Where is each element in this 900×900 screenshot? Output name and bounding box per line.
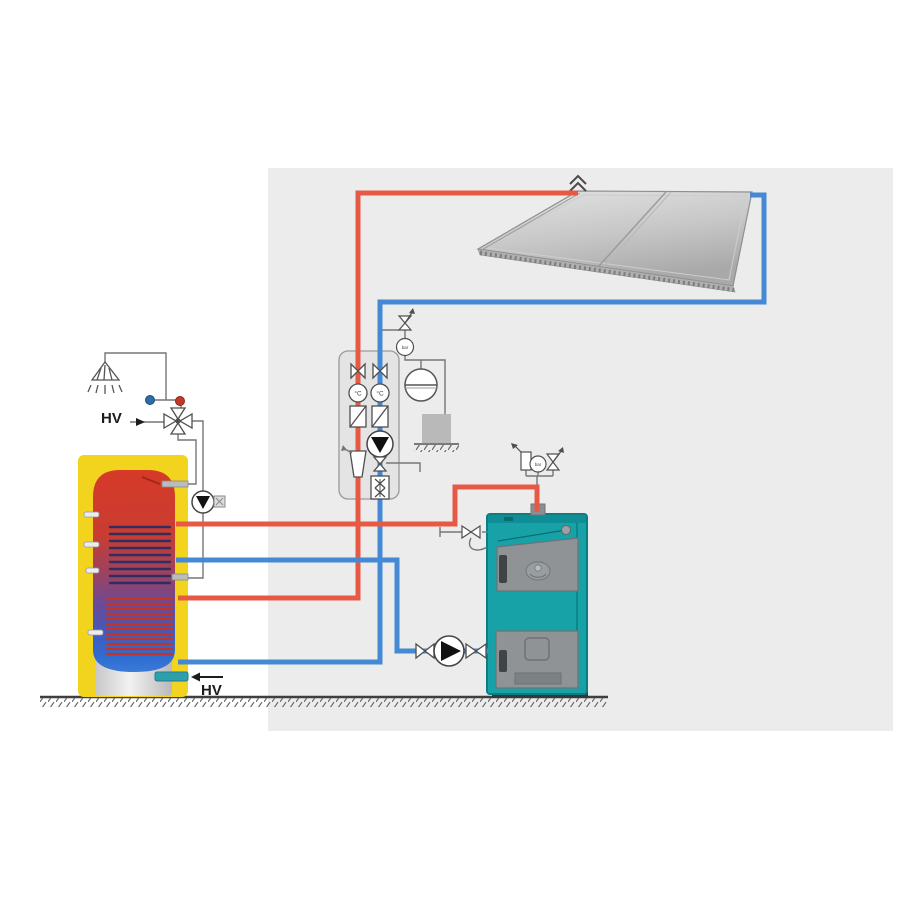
solar-station-components [341,362,394,500]
solar-pump-icon [366,430,394,458]
thermometer-gauge-icon [348,383,368,403]
tank-stubs [154,480,189,682]
hot-port-dot [175,396,185,406]
filter-funnel-icon [349,450,367,478]
safety-valve-icon [397,308,415,331]
boiler [486,503,588,698]
shutoff-valve-icon [350,362,359,380]
cold-thermometer-label: °C [376,390,384,398]
boiler-lower-door [495,630,579,689]
hv-bottom-arrow [191,672,223,682]
station-gauge-label: bar [402,345,409,350]
solar-collector-icon [476,174,753,293]
solar-return-pipe [178,192,767,665]
hv-top-arrow [136,418,145,426]
tank-body [93,470,175,672]
thermal-discharge-valve-icon [461,524,481,540]
collector-front-rim [477,248,736,293]
boiler-safety-group [511,443,564,473]
tank-circulation-stub [171,573,189,581]
upper-coil-icon [108,525,172,585]
boiler-inlet-valve-icon [465,642,487,660]
balancing-valve-icon [372,456,388,465]
boiler-pressure-gauge-icon [529,455,547,473]
hot-thermometer-label: °C [354,390,362,398]
upper-door-handle [499,555,507,583]
lower-door-handle [499,650,507,672]
circulation-pump-icon [191,490,226,514]
expansion-group [395,308,451,443]
dhw-circuit [136,395,226,514]
air-vent-chevrons-icon [569,174,587,192]
collecting-tank-icon [422,414,451,443]
air-vent-icon [520,451,532,471]
hv-top-label: HV [101,410,122,427]
boiler-upper-door [496,537,579,592]
tank-sensor-pockets [83,511,104,636]
lower-coil-icon [105,597,174,656]
flow-meter-icon [370,475,390,500]
pressure-gauge-icon [395,337,415,357]
buffer-tank [78,455,188,697]
hv-bottom-label: HV [201,682,222,699]
solar-pump-station [338,350,400,500]
boiler-gauge-label: bar [535,462,542,467]
boiler-supply-pipe [176,484,540,527]
boiler-loop-pump-icon [433,635,465,667]
boiler-loop-valve-icon [415,642,435,660]
tank-top-stub [161,480,189,488]
mixing-valve-icon [163,407,193,435]
tank-cold-inlet-stub [154,671,189,682]
cold-port-dot [145,395,155,405]
boiler-safety-valve-icon [545,447,564,471]
boiler-loop [415,635,487,667]
shower-icon [87,360,123,394]
